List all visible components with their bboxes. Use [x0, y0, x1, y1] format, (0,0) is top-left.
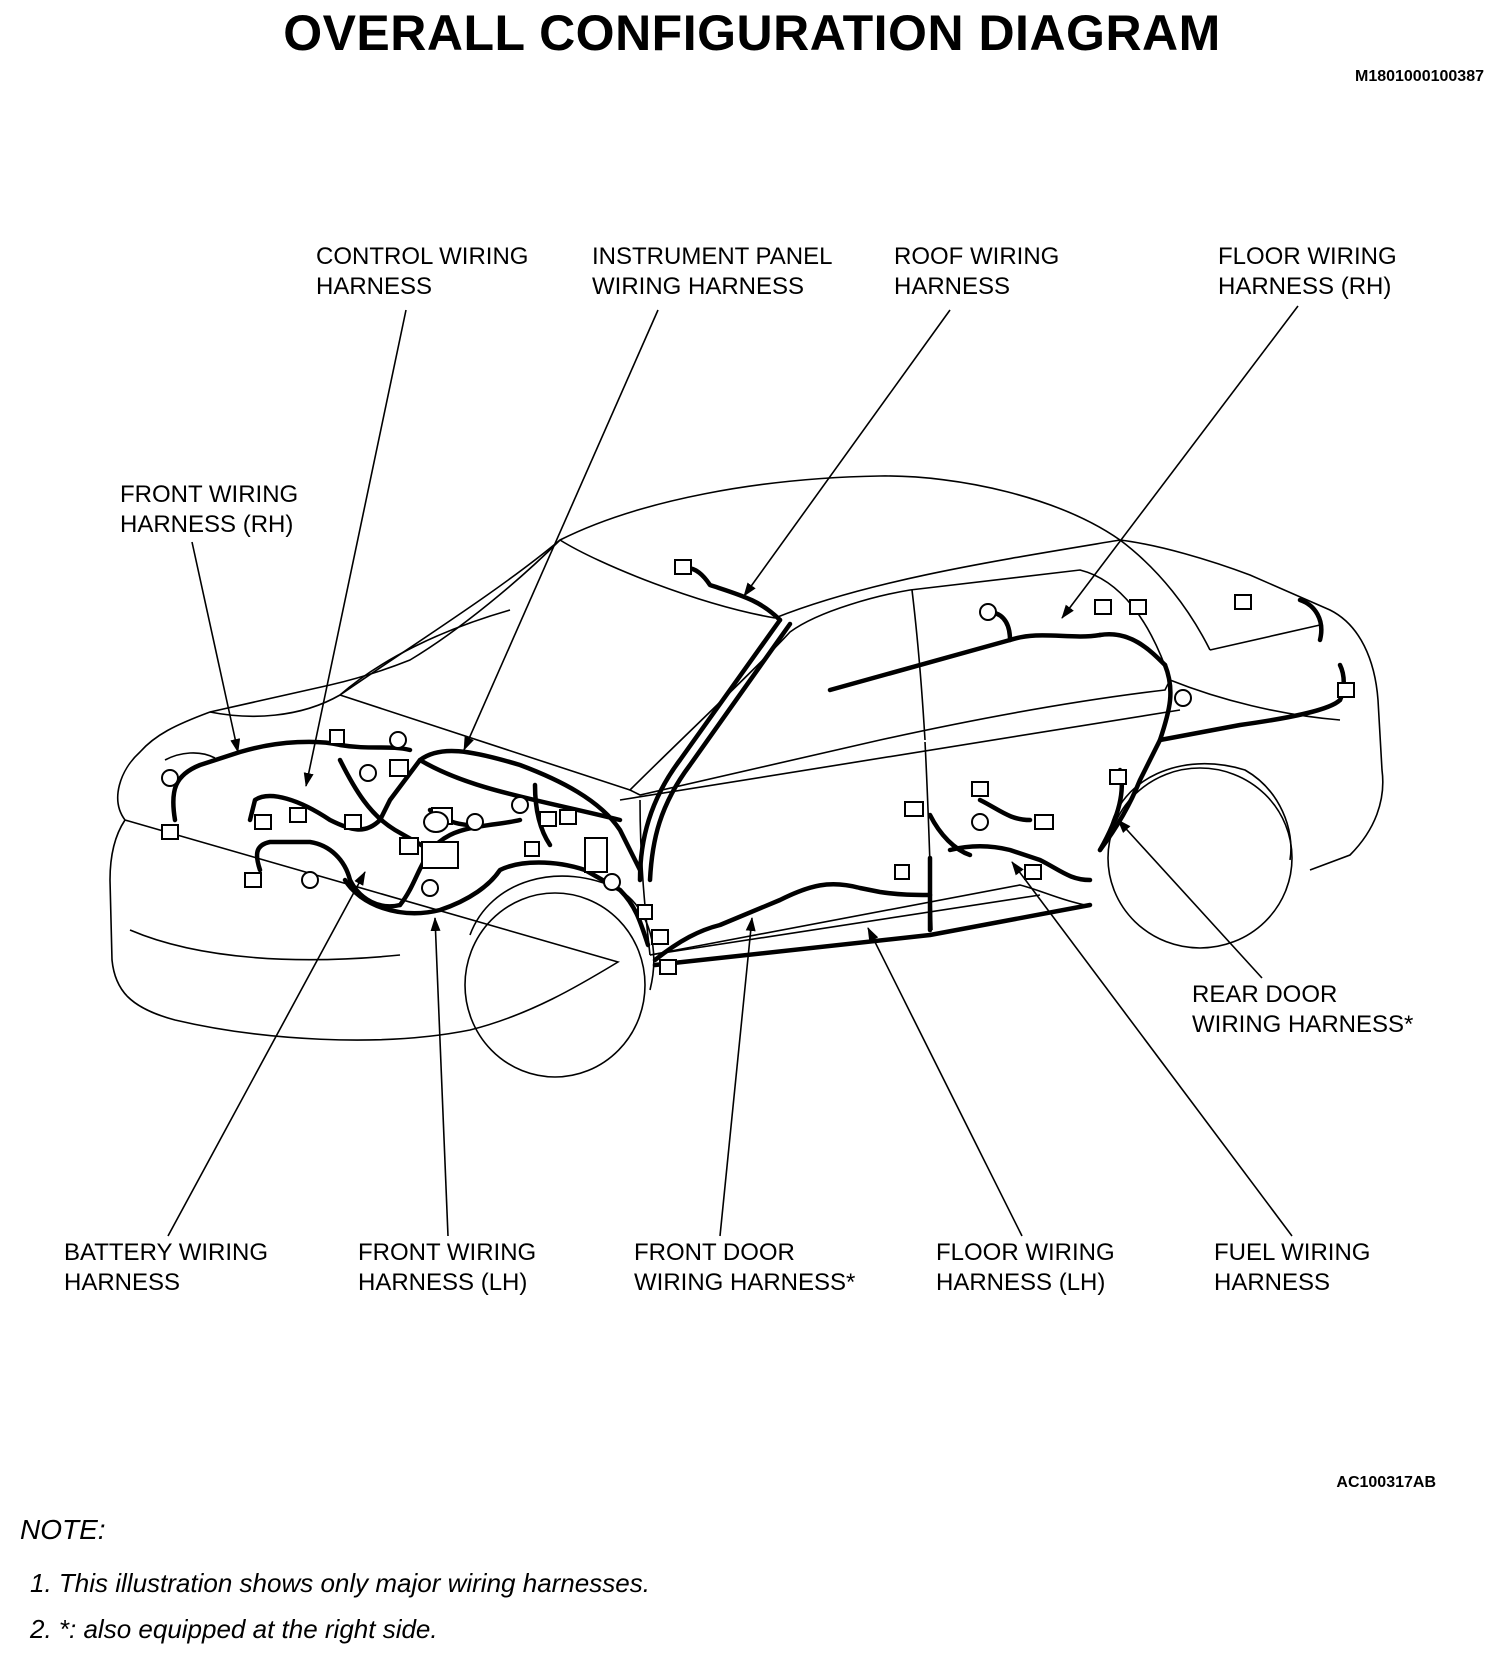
document-id: M1801000100387 [1354, 68, 1484, 85]
harness-connectors [161, 559, 1355, 975]
note-title: NOTE: [20, 1514, 106, 1545]
figure-id: AC100317AB [1336, 1474, 1436, 1491]
leader-arrows [167, 305, 1299, 1237]
page-title: OVERALL CONFIGURATION DIAGRAM [283, 5, 1221, 61]
note-item: 2. *: also equipped at the right side. [30, 1614, 438, 1644]
car-outline [109, 475, 1384, 1078]
note-list: 1. This illustration shows only major wi… [30, 1560, 650, 1652]
note-item: 1. This illustration shows only major wi… [30, 1568, 650, 1598]
harness-lines [171, 565, 1346, 968]
